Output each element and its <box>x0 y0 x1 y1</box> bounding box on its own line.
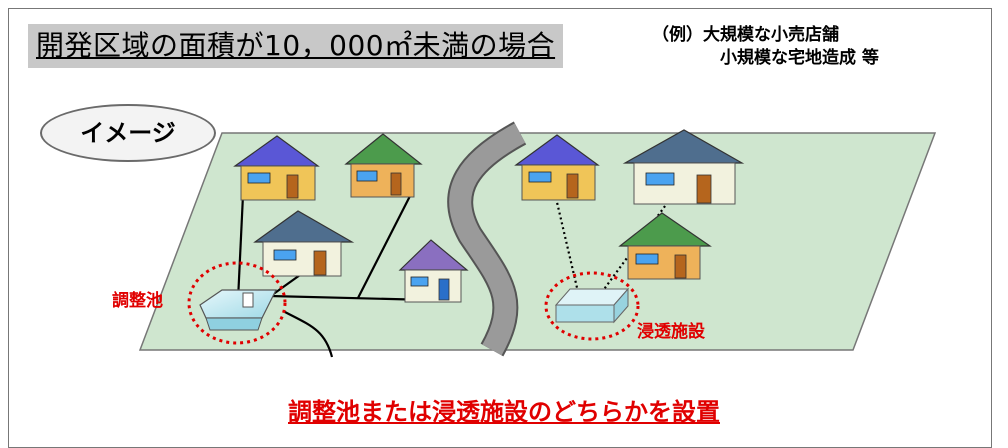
house-6 <box>622 129 745 205</box>
image-label-oval: イメージ <box>40 104 216 162</box>
road <box>449 123 526 356</box>
house-1 <box>233 135 320 201</box>
pond-highlight-circle <box>187 261 287 345</box>
example-line-2: 小規模な宅地造成 等 <box>720 48 879 68</box>
house-3 <box>253 210 355 277</box>
pond-label: 調整池 <box>112 291 163 311</box>
detention-pond <box>199 289 277 331</box>
infiltration-facility <box>554 287 630 324</box>
infiltration-highlight-circle <box>544 271 640 341</box>
example-line-1: （例）大規模な小売店舗 <box>652 25 839 45</box>
ground-area <box>138 132 937 351</box>
drain-pipes <box>236 194 431 358</box>
house-2 <box>344 133 423 198</box>
house-4 <box>398 239 469 303</box>
conclusion-text: 調整池または浸透施設のどちらかを設置 <box>288 398 720 426</box>
house-7 <box>618 212 712 280</box>
page-title: 開発区域の面積が10，000㎡未満の場合 <box>28 24 564 68</box>
house-5 <box>514 134 600 201</box>
development-illustration <box>138 121 937 358</box>
infiltration-label: 浸透施設 <box>637 322 705 342</box>
example-note: （例）大規模な小売店舗 小規模な宅地造成 等 <box>652 24 879 70</box>
